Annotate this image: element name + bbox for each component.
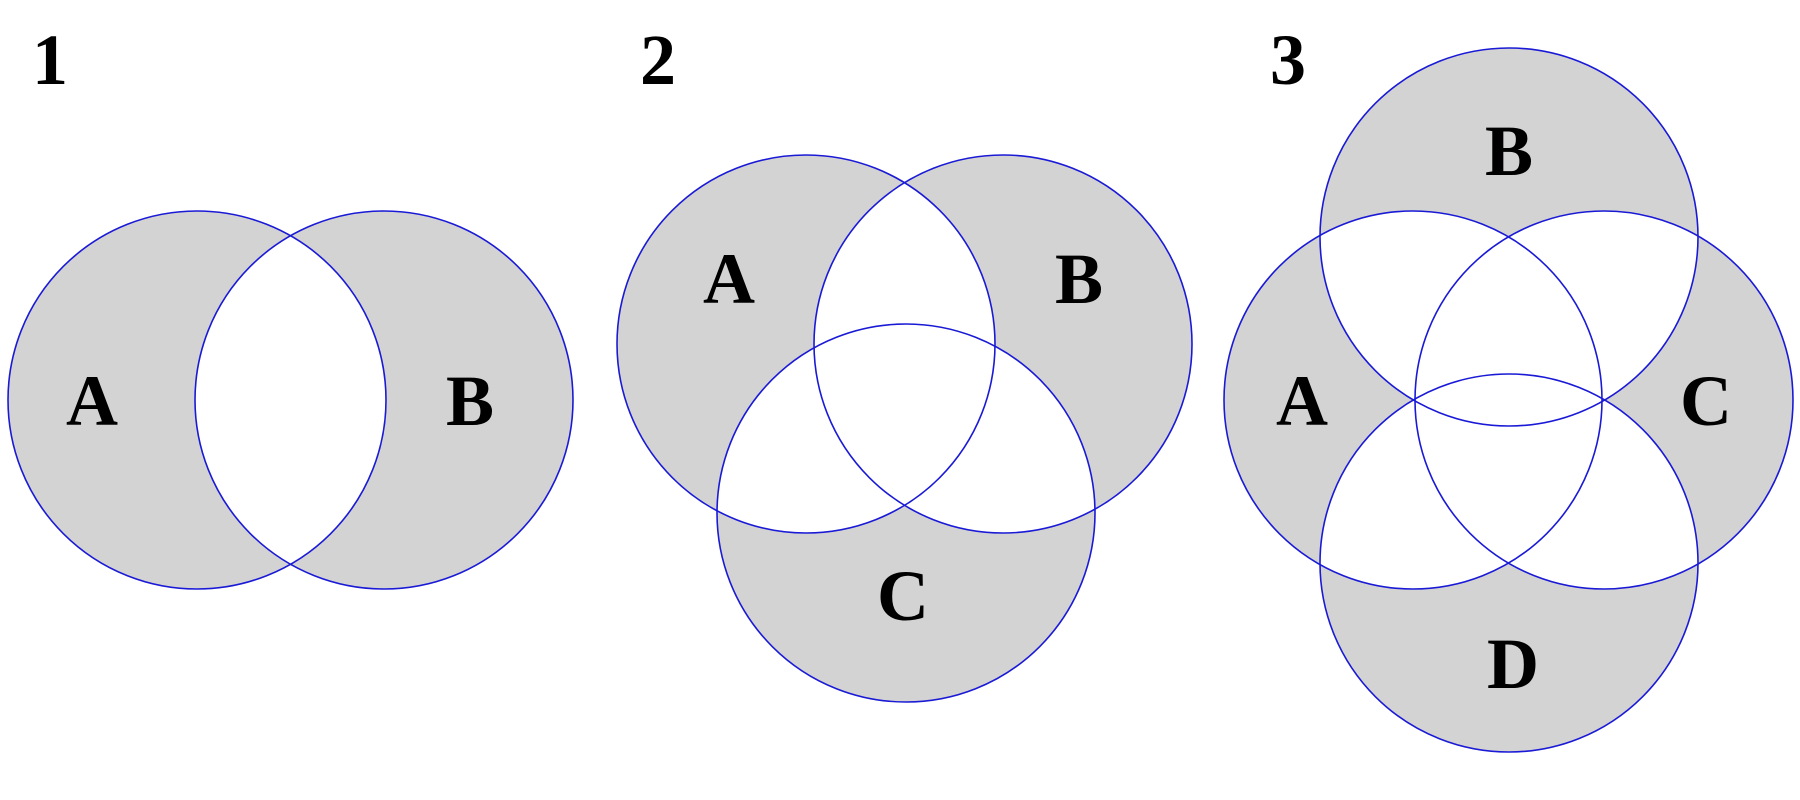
panel-3-label-c: C xyxy=(1680,361,1732,441)
panel-3-number: 3 xyxy=(1270,20,1306,100)
panel-3-label-d: D xyxy=(1487,624,1539,704)
panel-2: 2 A B C xyxy=(616,20,1193,703)
panel-3: 3 B A C D xyxy=(1223,20,1794,753)
panel-2-region-c-only xyxy=(717,324,1095,702)
panel-1-label-a: A xyxy=(66,361,118,441)
panel-3-label-b: B xyxy=(1485,111,1533,191)
panel-2-label-c: C xyxy=(877,556,929,636)
panel-2-label-b: B xyxy=(1055,239,1103,319)
panel-1-number: 1 xyxy=(32,20,68,100)
panel-1-label-b: B xyxy=(446,361,494,441)
panel-1-region-b-only xyxy=(195,211,573,589)
panel-2-number: 2 xyxy=(640,20,676,100)
panel-1: 1 A B xyxy=(7,20,574,590)
panel-3-label-a: A xyxy=(1276,361,1328,441)
panel-2-label-a: A xyxy=(703,239,755,319)
